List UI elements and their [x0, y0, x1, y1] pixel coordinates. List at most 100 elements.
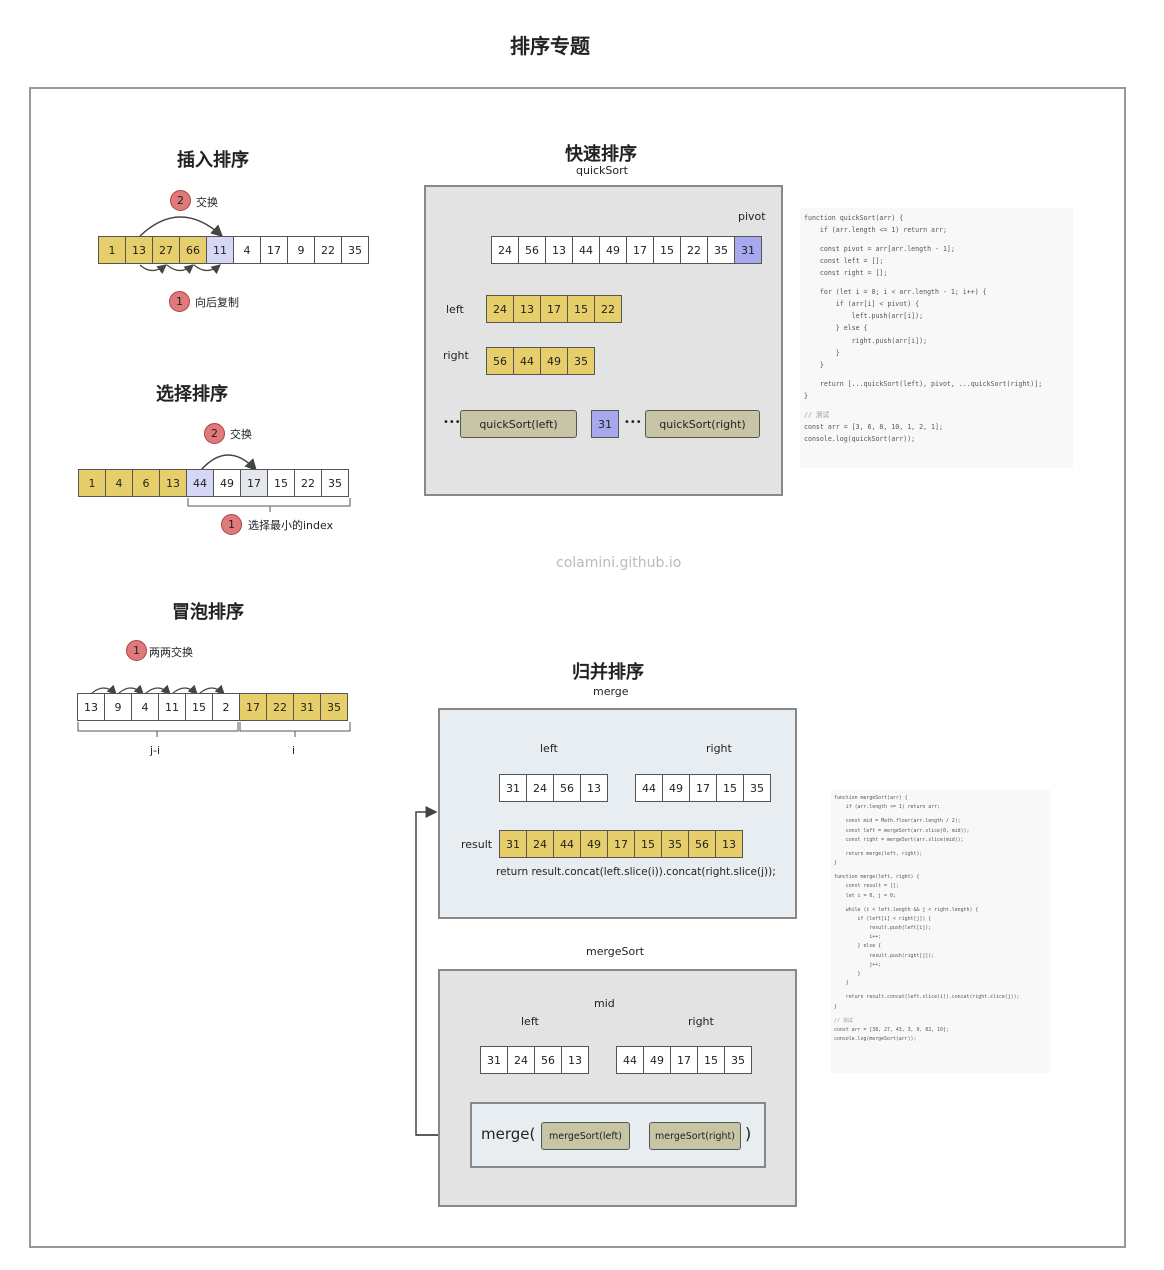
code-line: if (arr[i] < pivot) {: [804, 300, 920, 309]
code-line: [804, 371, 1073, 378]
code-line: const pivot = arr[arr.length - 1];: [804, 244, 955, 253]
code-line: right.push(arr[i]);: [804, 336, 928, 345]
quick-right-label: right: [443, 349, 469, 362]
array-cell: 56: [534, 1047, 561, 1073]
array-cell: 35: [567, 348, 594, 374]
code-line: const left = [];: [804, 257, 884, 266]
array-cell: 22: [294, 470, 321, 496]
array-cell: 22: [314, 237, 341, 263]
array-cell: 15: [567, 296, 594, 322]
array-cell: 22: [266, 694, 293, 720]
mergesort-call-left: mergeSort(left): [541, 1122, 630, 1150]
array-cell: 4: [131, 694, 158, 720]
array-cell: 44: [186, 470, 213, 496]
array-cell: 15: [634, 831, 661, 857]
bubble-brace-right-label: i: [292, 744, 296, 757]
code-line: let i = 0, j = 0;: [834, 892, 896, 899]
code-line: }: [834, 971, 861, 978]
array-cell: 9: [287, 237, 314, 263]
merge-title: 归并排序: [572, 662, 644, 683]
merge-return-text: return result.concat(left.slice(i)).conc…: [496, 866, 776, 878]
code-line: i++;: [834, 934, 882, 941]
array-cell: 44: [572, 237, 599, 263]
watermark: colamini.github.io: [556, 555, 682, 571]
array-cell: 31: [293, 694, 320, 720]
mergesort-right-label: right: [688, 1015, 714, 1028]
array-cell: 56: [553, 775, 580, 801]
code-line: [804, 236, 1073, 243]
array-cell: 4: [233, 237, 260, 263]
array-cell: 56: [688, 831, 715, 857]
array-cell: 13: [125, 237, 152, 263]
code-line: if (arr.length <= 1) return arr;: [804, 226, 947, 235]
outer-frame: [29, 87, 1126, 1248]
selection-title: 选择排序: [156, 384, 228, 405]
insertion-step1-badge: 1: [169, 291, 190, 312]
mergesort-merge-close: ): [745, 1124, 752, 1143]
quick-title: 快速排序: [565, 144, 637, 165]
insertion-step2-badge: 2: [170, 190, 191, 211]
quick-call-right: quickSort(right): [645, 410, 760, 438]
array-cell: 31: [481, 1047, 507, 1073]
array-cell: 17: [670, 1047, 697, 1073]
code-line: result.push(right[j]);: [834, 952, 935, 959]
code-line: }: [834, 1003, 837, 1010]
code-line: // 测试: [834, 1017, 853, 1024]
array-cell: 35: [707, 237, 734, 263]
array-cell: 17: [540, 296, 567, 322]
mergesort-left-label: left: [521, 1015, 539, 1028]
array-cell: 24: [526, 775, 553, 801]
bubble-step1-badge: 1: [126, 640, 147, 661]
array-cell: 56: [487, 348, 513, 374]
array-cell: 35: [321, 470, 348, 496]
code-line: if (arr.length <= 1) return arr;: [834, 804, 940, 811]
insertion-step2-label: 交换: [196, 196, 218, 209]
array-cell: 15: [716, 775, 743, 801]
array-cell: 17: [626, 237, 653, 263]
code-line: }: [804, 391, 808, 400]
array-cell: 1: [79, 470, 105, 496]
code-line: }: [834, 860, 837, 866]
merge-code-block: function mergeSort(arr) { if (arr.length…: [831, 790, 1050, 1073]
array-cell: 31: [734, 237, 761, 263]
code-line: function mergeSort(arr) {: [834, 795, 908, 801]
code-line: left.push(arr[i]);: [804, 312, 924, 321]
array-cell: 11: [206, 237, 233, 263]
code-line: function quickSort(arr) {: [804, 214, 904, 222]
code-line: return merge(left, right);: [834, 850, 923, 857]
array-cell: 9: [104, 694, 131, 720]
array-cell: 17: [260, 237, 287, 263]
array-cell: 13: [580, 775, 607, 801]
array-cell: 44: [553, 831, 580, 857]
merge-left-label: left: [540, 742, 558, 755]
code-line: return [...quickSort(left), pivot, ...qu…: [804, 379, 1043, 388]
code-line: console.log(quickSort(arr));: [804, 434, 916, 443]
insertion-swap-arc: [139, 216, 224, 238]
array-cell: 17: [239, 694, 266, 720]
mergesort-call-right: mergeSort(right): [649, 1122, 741, 1150]
array-cell: 11: [158, 694, 185, 720]
array-cell: 49: [662, 775, 689, 801]
selection-step2-label: 交换: [230, 428, 252, 441]
code-line: [804, 279, 1073, 286]
code-line: } else {: [834, 943, 882, 950]
code-line: return result.concat(left.slice(i)).conc…: [834, 994, 1020, 1001]
array-cell: 24: [507, 1047, 534, 1073]
array-cell: 17: [689, 775, 716, 801]
array-cell: 56: [518, 237, 545, 263]
selection-step1-label: 选择最小的index: [248, 519, 334, 532]
code-line: result.push(left[i]);: [834, 925, 932, 931]
bubble-title: 冒泡排序: [172, 602, 244, 623]
merge-result-label: result: [461, 838, 493, 851]
quick-pivot-value: 31: [592, 411, 618, 437]
quick-call-left: quickSort(left): [460, 410, 577, 438]
